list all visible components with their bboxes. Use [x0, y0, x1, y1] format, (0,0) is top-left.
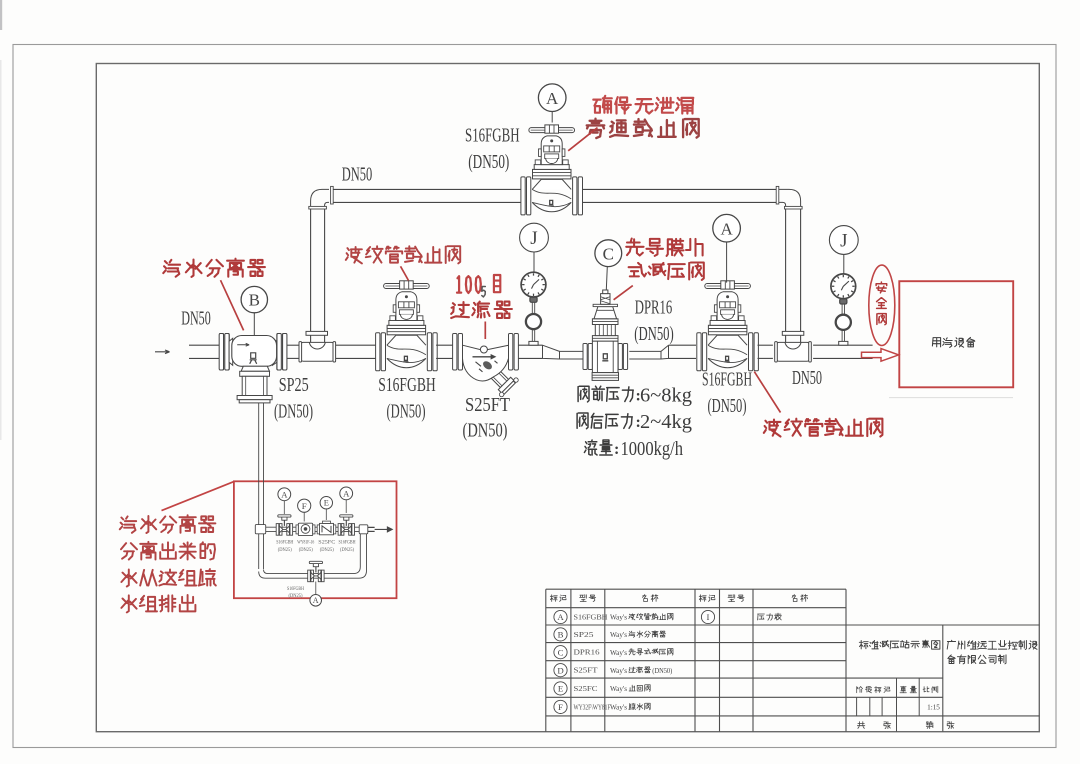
svg-text:S16FGBH: S16FGBH — [276, 540, 293, 546]
svg-text:(DN50): (DN50) — [387, 402, 426, 423]
svg-text:1:15: 1:15 — [927, 704, 940, 712]
svg-text:S25FT: S25FT — [465, 395, 510, 416]
svg-text:(DN25): (DN25) — [299, 546, 313, 553]
svg-text:J: J — [530, 228, 537, 249]
svg-text:Way's: Way's — [610, 684, 627, 693]
svg-text:1000kg/h: 1000kg/h — [621, 438, 684, 460]
svg-text:(DN25): (DN25) — [278, 546, 292, 553]
svg-text:(DN25): (DN25) — [320, 546, 334, 553]
svg-text:F: F — [302, 501, 307, 511]
svg-text:A: A — [557, 612, 564, 622]
svg-text:E: E — [324, 499, 329, 508]
svg-text:B: B — [558, 630, 564, 640]
svg-text:Way's: Way's — [610, 703, 627, 712]
svg-text:2~4kg: 2~4kg — [640, 411, 692, 433]
svg-text:F: F — [558, 702, 563, 712]
svg-text:(DN50): (DN50) — [634, 324, 674, 345]
svg-text:6~8kg: 6~8kg — [640, 384, 692, 406]
svg-text:A: A — [720, 219, 733, 238]
svg-text:S16FGBH: S16FGBH — [702, 370, 752, 391]
svg-text:C: C — [558, 647, 564, 657]
svg-text:B: B — [249, 291, 260, 310]
svg-text:S16FGBH: S16FGBH — [339, 540, 356, 546]
svg-text:S16FGBH: S16FGBH — [574, 613, 608, 621]
svg-text:Way's: Way's — [610, 648, 627, 657]
svg-text:A: A — [313, 596, 319, 605]
svg-text:(DN25): (DN25) — [289, 592, 303, 599]
svg-text:J: J — [840, 231, 847, 252]
svg-text:S25FC: S25FC — [574, 685, 598, 693]
svg-text:WY81F-16: WY81F-16 — [297, 540, 314, 546]
svg-text:DPR16: DPR16 — [574, 649, 600, 657]
svg-text:(DN50): (DN50) — [652, 666, 672, 675]
svg-text:S25FT: S25FT — [574, 667, 599, 675]
svg-text:DN50: DN50 — [181, 308, 211, 329]
svg-text::: : — [636, 387, 641, 404]
svg-text:DN50: DN50 — [342, 164, 373, 185]
svg-text:D: D — [557, 665, 563, 675]
svg-text:DPR16: DPR16 — [635, 298, 673, 319]
svg-text:SP25: SP25 — [574, 631, 595, 639]
svg-text:Way's: Way's — [610, 613, 627, 622]
svg-text:C: C — [603, 244, 614, 263]
svg-text:A: A — [546, 89, 559, 108]
svg-text:S16FGBH: S16FGBH — [378, 375, 436, 396]
svg-text:(DN50): (DN50) — [708, 396, 747, 417]
svg-text:A: A — [343, 489, 350, 499]
svg-text:(DN25): (DN25) — [340, 546, 354, 553]
svg-text:DN50: DN50 — [792, 368, 822, 389]
svg-text:S16FGBH: S16FGBH — [287, 586, 304, 592]
svg-text:(DN50): (DN50) — [274, 402, 313, 423]
svg-text:SP25: SP25 — [279, 375, 309, 396]
svg-text:E: E — [558, 684, 563, 694]
svg-text:Way's: Way's — [610, 630, 627, 639]
svg-text:(DN50): (DN50) — [468, 152, 509, 173]
svg-text:Way's: Way's — [610, 666, 627, 675]
svg-text:S16FGBH: S16FGBH — [465, 126, 520, 147]
svg-text:A: A — [281, 489, 288, 499]
svg-text:I: I — [707, 612, 710, 622]
svg-text:S25FC: S25FC — [318, 540, 336, 546]
svg-text:(DN50): (DN50) — [463, 421, 508, 442]
svg-text::: : — [636, 414, 641, 431]
svg-text:WY32F\WY81F: WY32F\WY81F — [574, 703, 611, 711]
svg-text::: : — [614, 441, 619, 458]
